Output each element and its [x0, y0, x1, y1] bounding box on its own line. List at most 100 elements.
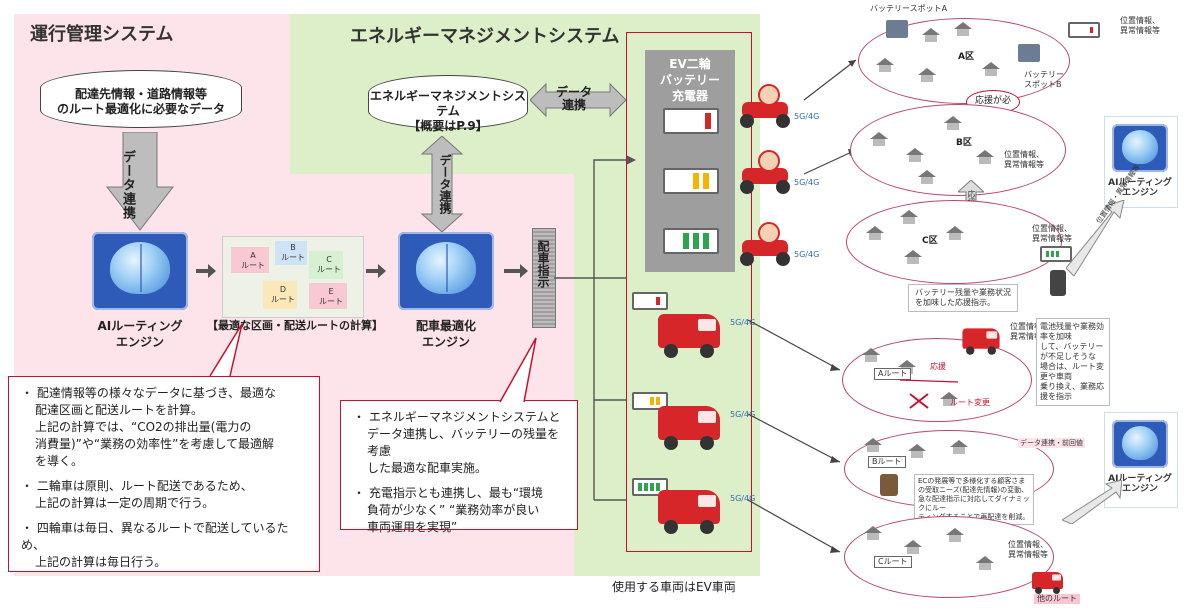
support-label-truck: 応援: [930, 362, 946, 371]
battery-spot-a-label: バッテリースポットA: [870, 4, 948, 13]
truck2-battery: [632, 392, 668, 410]
comm-label-6: 5G/4G: [730, 494, 756, 503]
map-caption: 【最適な区画・配送ルートの計算】: [207, 319, 383, 332]
center-bullet1: ・ エネルギーマネジメントシステムと: [353, 410, 561, 424]
map-label-d: D: [279, 285, 287, 294]
house-icon: [908, 444, 926, 458]
comm-label-2: 5G/4G: [794, 178, 820, 187]
right-ai-bottom-label: AIルーティングエンジン: [1104, 474, 1176, 494]
truck-abnormal-info: 異常情報等: [1010, 332, 1050, 341]
route-c-truck: [1030, 570, 1066, 595]
ev-truck-1: [654, 310, 726, 360]
area-c-label: C区: [922, 236, 938, 246]
dispatch-connector-lines: [554, 155, 636, 501]
dispatch-engine-line2: エンジン: [421, 335, 470, 349]
route-a-label: Aルート: [874, 368, 912, 380]
route-note-line3: 場合は、ルート変更や車両: [1040, 362, 1104, 381]
support-note: バッテリー残量や業務状況 を加味した応援指示。: [908, 284, 1018, 312]
ai-routing-engine-label: AIルーティング エンジン: [70, 318, 210, 350]
area-b-info: 位置情報、異常情報等: [1004, 150, 1044, 170]
route-c-abnormal-info: 異常情報等: [1008, 550, 1048, 559]
map-label-route-d: ルート: [271, 295, 295, 304]
area-c-abnormal-info: 異常情報等: [1032, 234, 1072, 243]
bike-area-arrows: [803, 59, 857, 240]
comm-label-5: 5G/4G: [730, 410, 756, 419]
operations-explanation-box: ・ 配達情報等の様々なデータに基づき、最適な 配達区画と配送ルートを計算。 上記…: [8, 376, 320, 572]
map-label-route-a: ルート: [241, 261, 265, 270]
center-callout-pointer: [499, 337, 537, 403]
operations-system-title: 運行管理システム: [30, 24, 174, 45]
house-icon: [864, 526, 882, 540]
charger-title-line1: EV二輪: [669, 57, 711, 71]
battery-spot-b-label: バッテリースポットB: [1024, 70, 1064, 89]
comm-label-1: 5G/4G: [794, 112, 820, 121]
truck-area-info: 位置情報、異常情報等: [1010, 322, 1050, 342]
vehicle-fleet-frame: [626, 32, 752, 552]
db-left-line1: 配達先情報・道路情報等: [74, 87, 207, 101]
dispatch-engine-line1: 配車最適化: [415, 319, 476, 333]
support-note-line1: バッテリー残量や業務状況: [915, 288, 1011, 297]
dispatch-engine-label: 配車最適化 エンジン: [376, 318, 516, 350]
area-b-pos-info: 位置情報、: [1004, 150, 1044, 159]
ems-database: エネルギーマネジメントシステム 【概要はP.9】: [368, 75, 528, 133]
battery-spot-a-icon: [886, 20, 908, 38]
data-link-arrow-down: [105, 132, 175, 231]
customer-person-icon: [880, 474, 898, 496]
right-ai-bottom-line2: エンジン: [1121, 484, 1158, 494]
db-left-line2: のルート最適化に必要なデータ: [56, 102, 225, 116]
comm-label-3: 5G/4G: [794, 250, 820, 259]
charger-title: EV二輪 バッテリー 充電器: [645, 56, 735, 104]
right-ai-top-line1: AIルーティング: [1108, 178, 1172, 188]
right-ai-top-label: AIルーティングエンジン: [1104, 178, 1176, 198]
db-center-line1: エネルギーマネジメントシステム: [369, 89, 526, 118]
center-bullet1c: した最適な配車実施。: [367, 461, 488, 475]
area-c-pos-info: 位置情報、: [1032, 224, 1072, 233]
ev-bike-1: [736, 82, 796, 130]
house-icon: [904, 250, 922, 264]
arrow-to-dispatch-instruction: [504, 264, 528, 278]
truck1-battery: [632, 292, 668, 310]
area-c: [846, 200, 1062, 284]
ai-routing-engine-bottom-icon: [1112, 420, 1168, 468]
route-change-label: ルート変更: [950, 398, 990, 407]
house-icon: [862, 348, 880, 362]
area-b-label: B区: [956, 138, 972, 148]
house-icon: [876, 58, 894, 72]
ec-note-line1: ECの発展等で多様化する顧客さま: [918, 477, 1026, 485]
house-icon: [954, 22, 972, 36]
data-link-arrow-horizontal: [530, 82, 626, 118]
house-icon: [950, 440, 968, 454]
house-icon: [946, 528, 964, 542]
house-icon: [982, 62, 1000, 76]
area-c-info: 位置情報、異常情報等: [1032, 224, 1072, 244]
footer-note: 使用する車両はEV車両: [612, 580, 736, 594]
route-cancel-x: [900, 379, 959, 409]
support-label: 応援: [967, 190, 976, 206]
house-icon: [864, 438, 882, 452]
route-note-line4: 乗り換え、業務応援を指示: [1040, 382, 1104, 401]
ev-bike-2: [736, 148, 796, 196]
data-link-label-vertical: データ連携: [438, 154, 452, 214]
arrow-to-dispatch-engine: [366, 264, 386, 278]
ai-area-link-arrow-bottom: [1062, 480, 1122, 524]
charger-battery-mid: [663, 168, 719, 194]
house-icon: [976, 150, 994, 164]
truck-pos-info: 位置情報、: [1010, 322, 1050, 331]
route-a-truck: [960, 326, 1003, 356]
truck-area-arrows: [747, 319, 841, 553]
ec-note-line3: 急な配達指示に対応してダイナミックにルー: [918, 495, 1030, 512]
center-bullet2b: 負荷が少なく” “業務効率が良い: [367, 503, 540, 517]
ai-routing-line1: AIルーティング: [97, 319, 183, 333]
data-link-arrow-vertical: [420, 136, 464, 232]
charger-battery-full: [663, 228, 719, 254]
map-label-route-c: ルート: [317, 265, 341, 274]
data-link-label-horizontal: データ連携: [555, 85, 592, 112]
ai-routing-engine-top-icon: [1112, 124, 1168, 172]
area-c-battery: [1040, 246, 1072, 262]
charger-battery-low: [663, 108, 719, 134]
area-a-label: A区: [958, 52, 974, 62]
house-icon: [918, 68, 936, 82]
area-a-pos-info: 位置情報、: [1120, 16, 1160, 25]
ai-routing-line2: エンジン: [115, 335, 164, 349]
